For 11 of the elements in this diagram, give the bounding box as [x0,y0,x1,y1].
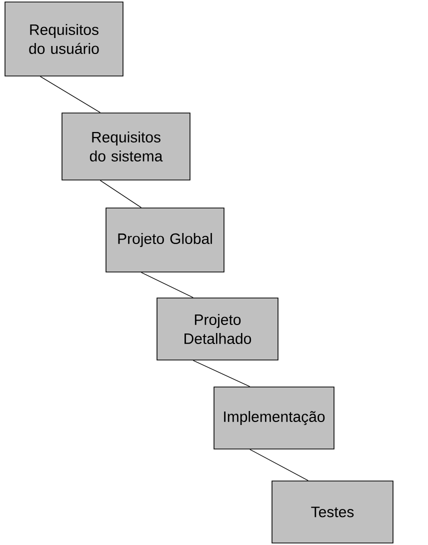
connector-line [192,360,250,387]
process-box: Projeto Global [106,208,224,272]
connector-line [100,180,142,208]
process-box: Implementação [214,386,334,450]
connector-line [250,449,308,481]
process-box: Requisitos do usuário [4,2,124,76]
process-box: Requisitos do sistema [62,112,190,180]
process-box: Projeto Detalhado [156,298,278,360]
connector-line [40,76,101,113]
connector-line [140,272,194,298]
process-box: Testes [272,480,394,544]
